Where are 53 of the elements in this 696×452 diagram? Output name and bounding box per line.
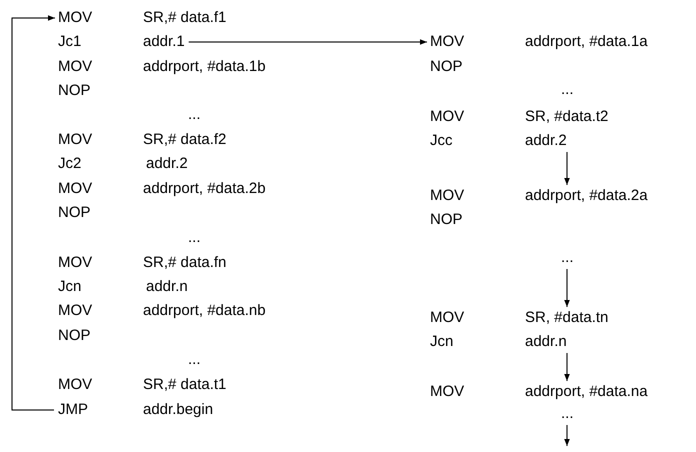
- code-text: addrport, #data.nb: [143, 302, 266, 320]
- code-text: NOP: [58, 82, 91, 100]
- arrow: [564, 352, 570, 382]
- instruction-mnemonic: JMP: [58, 401, 88, 419]
- code-text: MOV: [58, 58, 92, 76]
- instruction-operand: addrport, #data.1a: [525, 33, 648, 51]
- instruction-operand: SR,# data.f1: [143, 9, 226, 27]
- instruction-operand: addr.1: [143, 33, 185, 51]
- instruction-operand: addr.begin: [143, 401, 214, 419]
- code-text: SR, #data.t2: [525, 108, 608, 126]
- code-text: NOP: [430, 211, 463, 229]
- code-text: MOV: [58, 254, 92, 272]
- instruction-operand: addrport, #data.na: [525, 383, 648, 401]
- code-text: addr.2: [146, 155, 188, 173]
- code-text: addrport, #data.1b: [143, 58, 266, 76]
- ellipsis-text: ...: [561, 249, 574, 267]
- code-text: ...: [561, 81, 574, 99]
- code-text: ...: [188, 229, 201, 247]
- instruction-mnemonic: Jc1: [58, 33, 82, 51]
- instruction-operand: SR, #data.tn: [525, 309, 608, 327]
- ellipsis-text: ...: [561, 405, 574, 423]
- code-text: NOP: [430, 58, 463, 76]
- instruction-mnemonic: MOV: [430, 187, 464, 205]
- code-text: NOP: [58, 204, 91, 222]
- code-text: MOV: [58, 131, 92, 149]
- code-text: Jc2: [58, 155, 82, 173]
- arrow: [564, 268, 570, 308]
- instruction-mnemonic: Jcc: [430, 132, 452, 150]
- code-text: NOP: [58, 327, 91, 345]
- instruction-mnemonic: Jcn: [430, 333, 454, 351]
- code-text: MOV: [430, 108, 464, 126]
- code-text: addr.n: [146, 278, 188, 296]
- code-text: SR,# data.fn: [143, 254, 226, 272]
- arrow: [12, 15, 56, 410]
- instruction-operand: addr.2: [525, 132, 567, 150]
- instruction-mnemonic: MOV: [430, 309, 464, 327]
- instruction-operand: addrport, #data.2a: [525, 187, 648, 205]
- arrow: [564, 152, 570, 186]
- instruction-mnemonic: MOV: [58, 9, 92, 27]
- code-text: ...: [188, 351, 201, 369]
- instruction-mnemonic: MOV: [430, 33, 464, 51]
- code-text: ...: [188, 106, 201, 124]
- arrow: [564, 424, 570, 446]
- arrow: [188, 39, 428, 45]
- code-text: addrport, #data.2b: [143, 180, 266, 198]
- code-text: MOV: [58, 302, 92, 320]
- code-text: MOV: [58, 180, 92, 198]
- instruction-operand: addr.n: [525, 333, 567, 351]
- code-text: SR,# data.f2: [143, 131, 226, 149]
- code-text: MOV: [58, 376, 92, 394]
- code-text: Jcn: [58, 278, 82, 296]
- instruction-mnemonic: MOV: [430, 383, 464, 401]
- code-text: SR,# data.t1: [143, 376, 226, 394]
